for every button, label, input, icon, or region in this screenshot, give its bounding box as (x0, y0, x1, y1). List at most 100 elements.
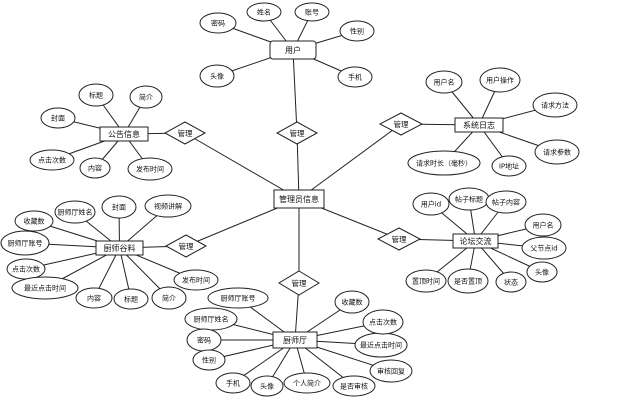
attribute-label: 用户名 (533, 221, 554, 230)
attribute-ellipse (407, 150, 481, 176)
attribute-label: 帖子标题 (455, 195, 483, 204)
attribute-label: 头像 (210, 72, 224, 81)
attribute-ellipse (447, 268, 489, 294)
attribute-label: 厨师厅姓名 (58, 208, 93, 217)
attribute-label: 是否审核 (340, 382, 368, 391)
attribute-label: 审核回复 (377, 367, 405, 376)
attribute-label: IP地址 (499, 162, 519, 171)
entity-label: 公告信息 (108, 129, 140, 139)
entity-box (99, 126, 149, 142)
attribute-ellipse (250, 375, 284, 397)
attribute-ellipse (215, 372, 251, 394)
entity-box (452, 233, 499, 249)
attribute-ellipse (75, 287, 113, 309)
relationship-diamond (376, 227, 422, 251)
entity-label: 管理员信息 (279, 194, 319, 204)
relationship-label: 管理 (178, 128, 193, 138)
attribute-label: 是否置顶 (454, 278, 482, 286)
attribute-label: 封面 (51, 114, 65, 123)
attribute-label: 请求参数 (543, 148, 571, 157)
attribute-ellipse (129, 85, 163, 109)
attribute-ellipse (40, 107, 76, 129)
attribute-label: 内容 (88, 164, 102, 173)
attribute-label: 发布时间 (182, 276, 210, 285)
relation-connector (298, 123, 402, 200)
attribute-label: 个人简介 (293, 379, 321, 388)
attribute-ellipse (11, 276, 79, 300)
attribute-label: 点击次数 (12, 265, 40, 274)
attribute-label: 状态 (504, 278, 518, 287)
entity-box (454, 117, 504, 133)
attribute-ellipse (521, 236, 567, 260)
attribute-label: 简介 (139, 93, 153, 102)
attribute-label: 标题 (89, 91, 103, 100)
attribute-label: 封面 (112, 203, 126, 212)
relationship-label: 管理 (394, 119, 409, 129)
attribute-label: 厨师厅账号 (8, 239, 43, 248)
attribute-ellipse (362, 309, 404, 335)
attribute-label: 简介 (162, 294, 176, 303)
relationship-label: 管理 (392, 234, 407, 244)
attribute-ellipse (173, 269, 219, 291)
attribute-ellipse (78, 83, 114, 107)
attribute-label: 请求时长（毫秒） (416, 159, 472, 168)
attribute-ellipse (101, 195, 137, 219)
attribute-ellipse (337, 66, 373, 88)
attribute-ellipse (199, 64, 235, 88)
attribute-label: 发布时间 (136, 165, 164, 174)
attribute-label: 视频讲解 (154, 202, 182, 211)
attribute-ellipse (283, 372, 331, 394)
attribute-ellipse (532, 92, 578, 118)
relation-connector (184, 132, 300, 200)
attribute-ellipse (334, 290, 370, 314)
attribute-ellipse (54, 200, 96, 224)
attribute-label: 性别 (350, 27, 364, 36)
attribute-label: 点击次数 (38, 156, 66, 165)
relationship-diamond (378, 112, 424, 136)
attribute-label: 父节点id (530, 245, 557, 253)
attribute-ellipse (14, 210, 54, 232)
attribute-ellipse (405, 269, 447, 293)
attribute-ellipse (524, 213, 562, 237)
entity-label: 系统日志 (463, 120, 495, 130)
attribute-label: 手机 (348, 73, 362, 82)
attribute-ellipse (491, 155, 527, 177)
attribute-label: 收藏数 (24, 217, 45, 226)
attribute-label: 用户id (421, 200, 441, 209)
attribute-label: 点击次数 (369, 318, 397, 327)
attribute-label: 密码 (197, 336, 211, 345)
attribute-ellipse (332, 375, 376, 397)
attribute-ellipse (113, 288, 149, 310)
attribute-label: 最近点击时间 (24, 284, 66, 293)
relationship-label: 管理 (290, 128, 305, 138)
attribute-ellipse (79, 157, 111, 179)
attribute-ellipse (495, 271, 527, 293)
attribute-ellipse (151, 286, 187, 310)
attribute-label: 手机 (226, 379, 240, 388)
attribute-label: 账号 (305, 8, 319, 17)
entity-box (272, 331, 318, 349)
attribute-label: 密码 (211, 19, 225, 28)
entity-box (273, 189, 325, 209)
attribute-ellipse (485, 190, 527, 214)
attribute-label: 头像 (260, 382, 274, 391)
attribute-label: 用户操作 (486, 76, 514, 85)
attribute-label: 头像 (535, 268, 549, 277)
attribute-ellipse (534, 139, 580, 165)
attribute-ellipse (246, 2, 282, 22)
entity-label: 厨师谷料 (104, 243, 136, 253)
attribute-label: 请求方法 (541, 101, 569, 110)
entity-label: 用户 (285, 45, 301, 55)
attribute-label: 帖子内容 (492, 198, 520, 207)
relationship-label: 管理 (179, 241, 194, 251)
attribute-label: 性别 (202, 356, 216, 365)
attribute-ellipse (294, 2, 330, 22)
attribute-ellipse (526, 261, 558, 283)
attribute-label: 置顶时间 (412, 277, 440, 286)
attribute-ellipse (369, 359, 413, 383)
relationship-diamond (163, 121, 207, 145)
attribute-label: 收藏数 (342, 298, 363, 307)
attribute-label: 姓名 (257, 8, 271, 17)
attribute-ellipse (29, 149, 75, 171)
